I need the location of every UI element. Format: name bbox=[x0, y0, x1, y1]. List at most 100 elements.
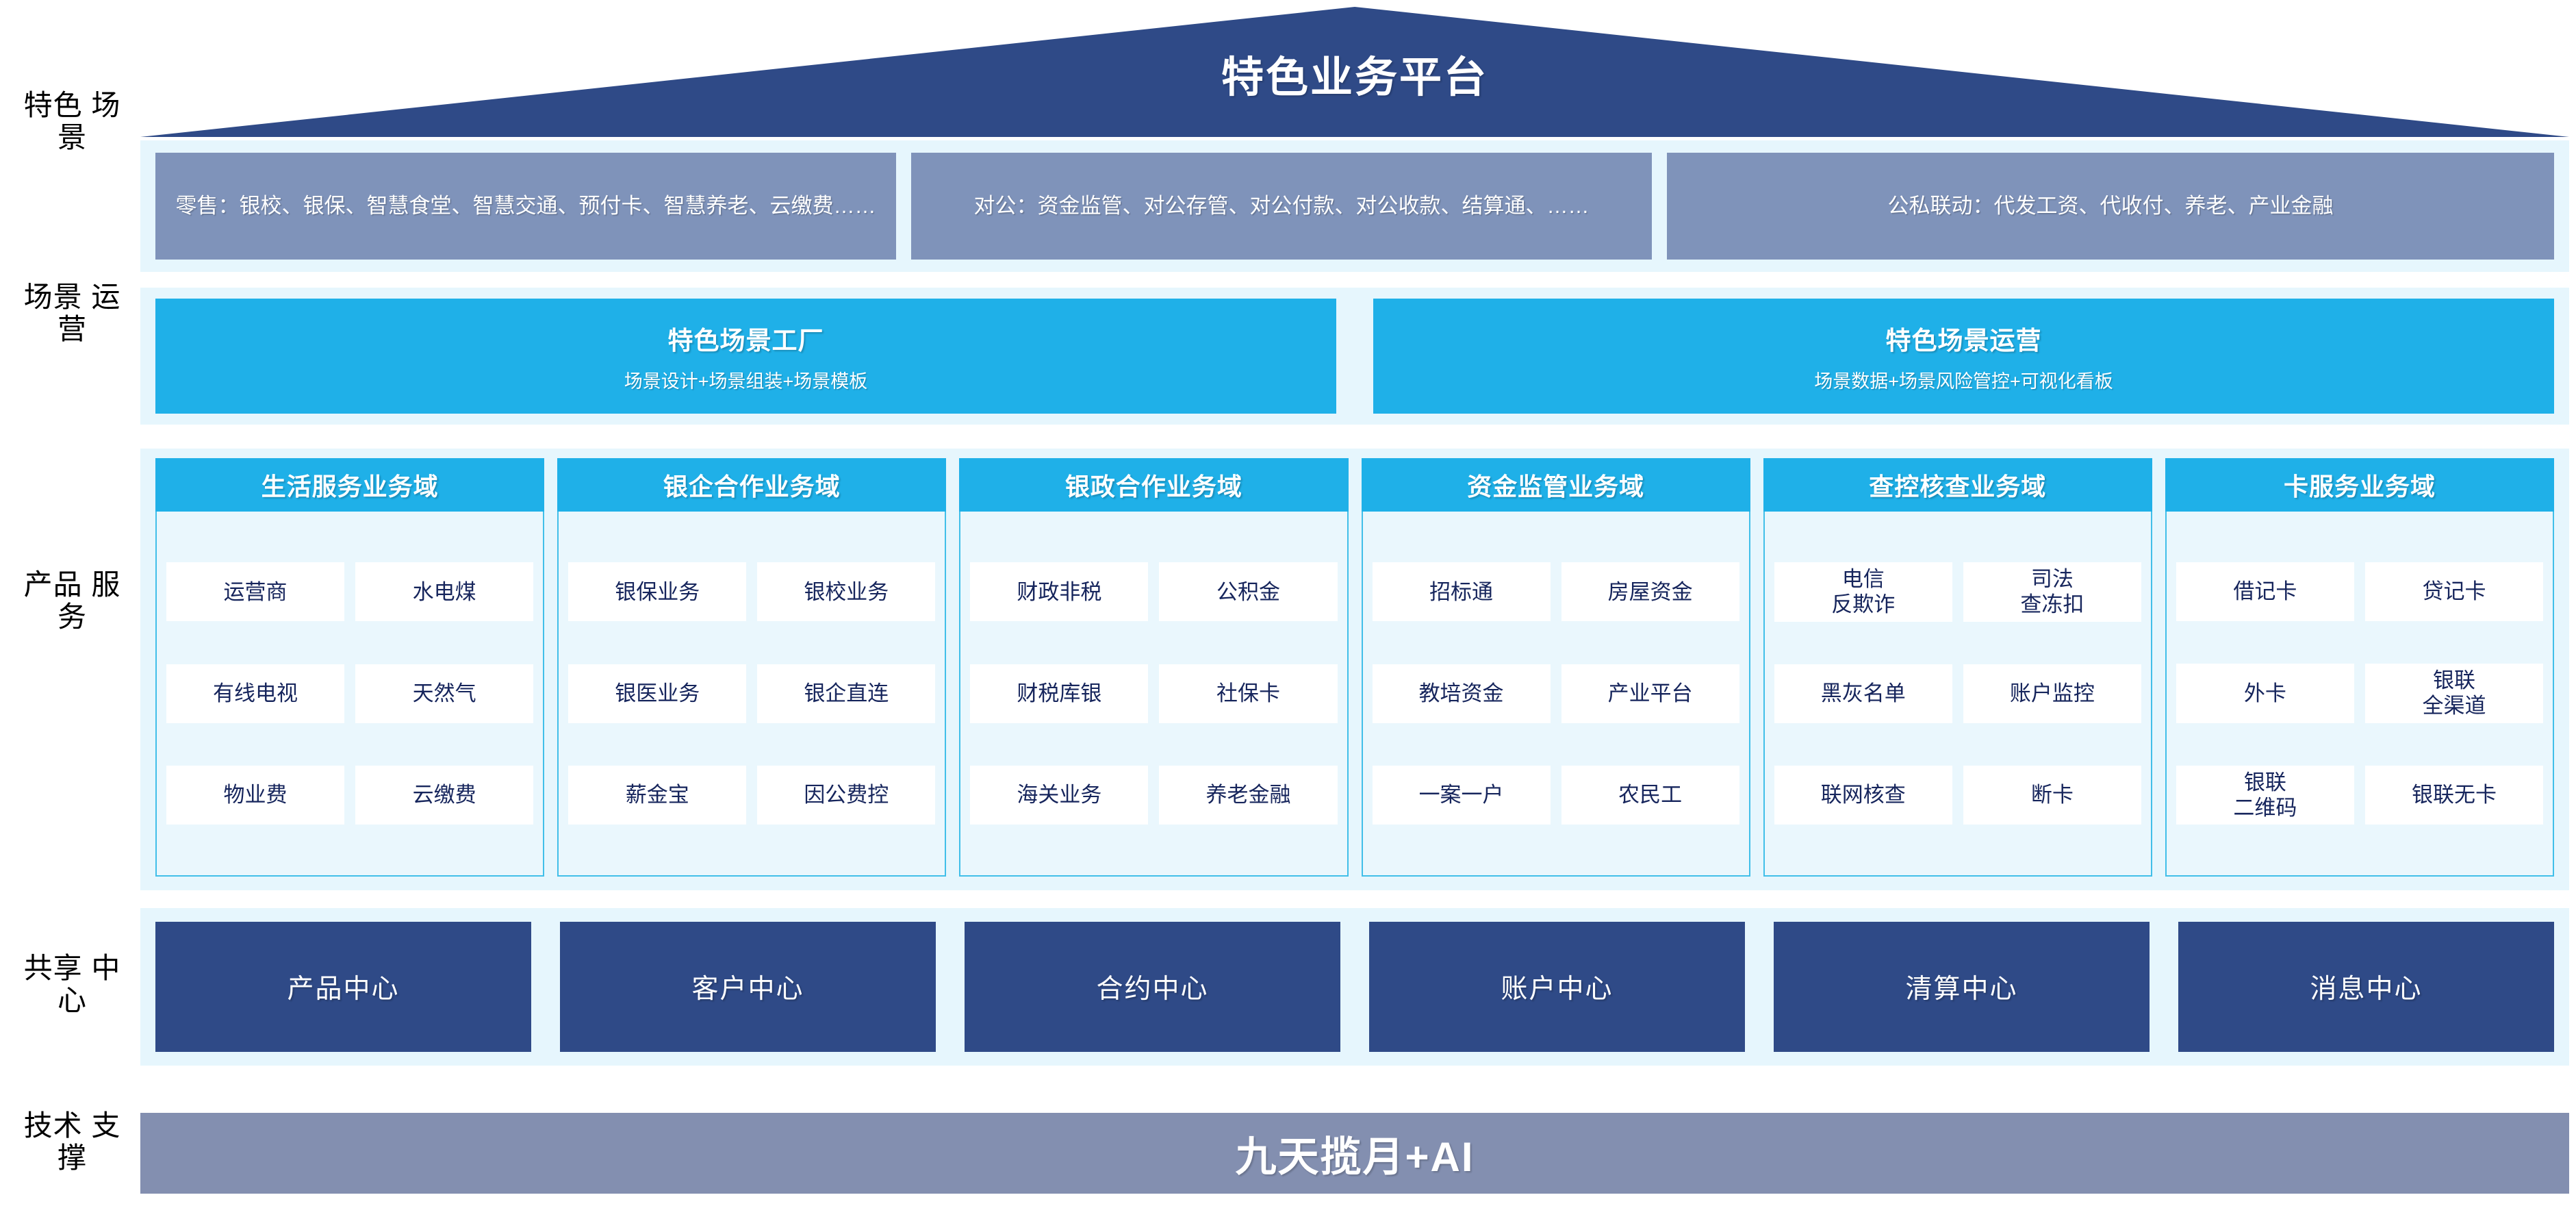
product-row: 黑灰名单 账户监控 bbox=[1774, 664, 2141, 723]
product-cell[interactable]: 社保卡 bbox=[1159, 664, 1338, 723]
product-column-investigation-control: 查控核查业务域 电信 反欺诈 司法 查冻扣 黑灰名单 账户监控 联网核查 断卡 bbox=[1763, 458, 2152, 877]
page-title: 特色业务平台 bbox=[1221, 54, 1488, 101]
product-cell[interactable]: 财税库银 bbox=[970, 664, 1149, 723]
shared-center-contract[interactable]: 合约中心 bbox=[965, 922, 1340, 1052]
operations-box-scenario-operation[interactable]: 特色场景运营 场景数据+场景风险管控+可视化看板 bbox=[1373, 299, 2554, 414]
product-column-body: 银保业务 银校业务 银医业务 银企直连 薪金宝 因公费控 bbox=[557, 512, 947, 877]
product-column-bank-enterprise: 银企合作业务域 银保业务 银校业务 银医业务 银企直连 薪金宝 因公费控 bbox=[557, 458, 947, 877]
product-column-card-service: 卡服务业务域 借记卡 贷记卡 外卡 银联 全渠道 银联 二维码 银联无卡 bbox=[2165, 458, 2555, 877]
shared-center-message[interactable]: 消息中心 bbox=[2178, 922, 2554, 1052]
product-row: 银保业务 银校业务 bbox=[568, 562, 936, 622]
product-cell[interactable]: 银联 二维码 bbox=[2176, 765, 2354, 825]
operations-subtitle: 场景设计+场景组装+场景模板 bbox=[624, 370, 868, 392]
product-column-title: 生活服务业务域 bbox=[155, 458, 545, 512]
rail-label-shared: 共享 中心 bbox=[23, 952, 121, 1017]
product-cell[interactable]: 银联 全渠道 bbox=[2364, 664, 2544, 723]
shared-centers-band: 产品中心 客户中心 合约中心 账户中心 清算中心 消息中心 bbox=[140, 908, 2569, 1066]
product-row: 教培资金 产业平台 bbox=[1372, 664, 1739, 723]
operations-title: 特色场景运营 bbox=[1885, 326, 2042, 355]
product-column-title: 银企合作业务域 bbox=[557, 458, 947, 512]
product-cell[interactable]: 电信 反欺诈 bbox=[1774, 562, 1952, 622]
product-column-body: 财政非税 公积金 财税库银 社保卡 海关业务 养老金融 bbox=[959, 512, 1349, 877]
product-cell[interactable]: 借记卡 bbox=[2176, 562, 2354, 622]
product-cell[interactable]: 银企直连 bbox=[757, 664, 936, 723]
product-cell[interactable]: 海关业务 bbox=[970, 765, 1149, 825]
product-cell[interactable]: 运营商 bbox=[166, 562, 345, 622]
product-cell[interactable]: 银校业务 bbox=[757, 562, 936, 622]
product-column-body: 运营商 水电煤 有线电视 天然气 物业费 云缴费 bbox=[155, 512, 545, 877]
scenarios-band: 零售：银校、银保、智慧食堂、智慧交通、预付卡、智慧养老、云缴费…… 对公：资金监… bbox=[140, 140, 2569, 272]
rail-label-products: 产品 服务 bbox=[23, 568, 121, 633]
shared-center-customer[interactable]: 客户中心 bbox=[560, 922, 936, 1052]
product-cell[interactable]: 房屋资金 bbox=[1561, 562, 1739, 622]
product-column-body: 招标通 房屋资金 教培资金 产业平台 一案一户 农民工 bbox=[1361, 512, 1750, 877]
product-cell[interactable]: 财政非税 bbox=[970, 562, 1149, 622]
product-cell[interactable]: 账户监控 bbox=[1963, 664, 2141, 723]
product-row: 有线电视 天然气 bbox=[166, 664, 534, 723]
product-row: 银医业务 银企直连 bbox=[568, 664, 936, 723]
rail-label-technology: 技术 支撑 bbox=[23, 1109, 121, 1174]
product-cell[interactable]: 断卡 bbox=[1963, 765, 2141, 825]
product-cell[interactable]: 云缴费 bbox=[355, 765, 534, 825]
product-row: 财税库银 社保卡 bbox=[970, 664, 1338, 723]
technology-band[interactable]: 九天揽月+AI bbox=[140, 1113, 2569, 1194]
product-row: 外卡 银联 全渠道 bbox=[2176, 664, 2544, 723]
product-cell[interactable]: 养老金融 bbox=[1159, 765, 1338, 825]
product-row: 联网核查 断卡 bbox=[1774, 765, 2141, 825]
product-cell[interactable]: 因公费控 bbox=[757, 765, 936, 825]
shared-center-product[interactable]: 产品中心 bbox=[155, 922, 531, 1052]
product-cell[interactable]: 银医业务 bbox=[568, 664, 747, 723]
product-cell[interactable]: 银保业务 bbox=[568, 562, 747, 622]
product-cell[interactable]: 一案一户 bbox=[1372, 765, 1551, 825]
rail-label-operations: 场景 运营 bbox=[23, 281, 121, 346]
product-cell[interactable]: 水电煤 bbox=[355, 562, 534, 622]
product-cell[interactable]: 教培资金 bbox=[1372, 664, 1551, 723]
product-cell[interactable]: 产业平台 bbox=[1561, 664, 1739, 723]
products-band: 生活服务业务域 运营商 水电煤 有线电视 天然气 物业费 云缴费 bbox=[140, 449, 2569, 890]
product-row: 物业费 云缴费 bbox=[166, 765, 534, 825]
product-row: 招标通 房屋资金 bbox=[1372, 562, 1739, 622]
scenario-box-retail[interactable]: 零售：银校、银保、智慧食堂、智慧交通、预付卡、智慧养老、云缴费…… bbox=[155, 153, 896, 260]
product-column-life-service: 生活服务业务域 运营商 水电煤 有线电视 天然气 物业费 云缴费 bbox=[155, 458, 545, 877]
product-column-fund-supervision: 资金监管业务域 招标通 房屋资金 教培资金 产业平台 一案一户 农民工 bbox=[1361, 458, 1750, 877]
product-row: 借记卡 贷记卡 bbox=[2176, 562, 2544, 622]
product-cell[interactable]: 联网核查 bbox=[1774, 765, 1952, 825]
product-cell[interactable]: 农民工 bbox=[1561, 765, 1739, 825]
product-row: 财政非税 公积金 bbox=[970, 562, 1338, 622]
operations-subtitle: 场景数据+场景风险管控+可视化看板 bbox=[1814, 370, 2113, 392]
product-column-body: 电信 反欺诈 司法 查冻扣 黑灰名单 账户监控 联网核查 断卡 bbox=[1763, 512, 2152, 877]
product-row: 海关业务 养老金融 bbox=[970, 765, 1338, 825]
scenario-box-corporate[interactable]: 对公：资金监管、对公存管、对公付款、对公收款、结算通、…… bbox=[911, 153, 1652, 260]
product-column-bank-government: 银政合作业务域 财政非税 公积金 财税库银 社保卡 海关业务 养老金融 bbox=[959, 458, 1349, 877]
product-cell[interactable]: 薪金宝 bbox=[568, 765, 747, 825]
platform-roof: 特色业务平台 bbox=[140, 7, 2569, 137]
product-cell[interactable]: 黑灰名单 bbox=[1774, 664, 1952, 723]
product-row: 一案一户 农民工 bbox=[1372, 765, 1739, 825]
operations-title: 特色场景工厂 bbox=[667, 326, 824, 355]
product-cell[interactable]: 贷记卡 bbox=[2364, 562, 2544, 622]
product-cell[interactable]: 银联无卡 bbox=[2364, 765, 2544, 825]
operations-box-scenario-factory[interactable]: 特色场景工厂 场景设计+场景组装+场景模板 bbox=[155, 299, 1336, 414]
product-cell[interactable]: 有线电视 bbox=[166, 664, 345, 723]
product-row: 银联 二维码 银联无卡 bbox=[2176, 765, 2544, 825]
operations-band: 特色场景工厂 场景设计+场景组装+场景模板 特色场景运营 场景数据+场景风险管控… bbox=[140, 288, 2569, 425]
product-row: 薪金宝 因公费控 bbox=[568, 765, 936, 825]
product-cell[interactable]: 物业费 bbox=[166, 765, 345, 825]
shared-center-account[interactable]: 账户中心 bbox=[1369, 922, 1745, 1052]
product-column-title: 卡服务业务域 bbox=[2165, 458, 2555, 512]
product-cell[interactable]: 天然气 bbox=[355, 664, 534, 723]
product-column-title: 资金监管业务域 bbox=[1361, 458, 1750, 512]
product-cell[interactable]: 招标通 bbox=[1372, 562, 1551, 622]
technology-label: 九天揽月+AI bbox=[1235, 1133, 1475, 1180]
scenario-box-public-private[interactable]: 公私联动：代发工资、代收付、养老、产业金融 bbox=[1667, 153, 2554, 260]
product-cell[interactable]: 司法 查冻扣 bbox=[1963, 562, 2141, 622]
product-cell[interactable]: 外卡 bbox=[2176, 664, 2354, 723]
product-column-title: 银政合作业务域 bbox=[959, 458, 1349, 512]
product-column-body: 借记卡 贷记卡 外卡 银联 全渠道 银联 二维码 银联无卡 bbox=[2165, 512, 2555, 877]
product-column-title: 查控核查业务域 bbox=[1763, 458, 2152, 512]
product-row: 电信 反欺诈 司法 查冻扣 bbox=[1774, 562, 2141, 622]
rail-label-scenarios: 特色 场景 bbox=[23, 89, 121, 154]
shared-center-settlement[interactable]: 清算中心 bbox=[1774, 922, 2150, 1052]
product-cell[interactable]: 公积金 bbox=[1159, 562, 1338, 622]
